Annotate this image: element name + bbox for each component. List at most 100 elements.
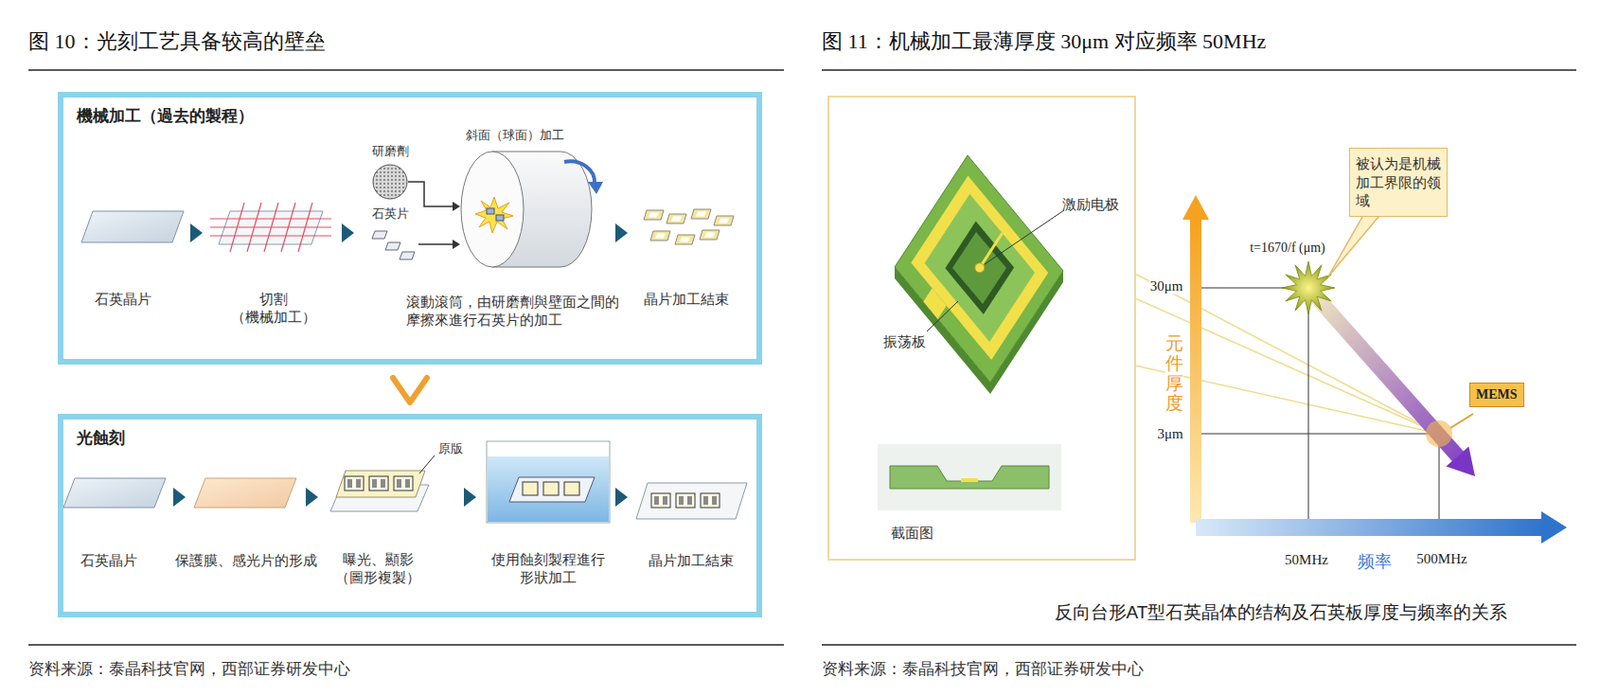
quartz-piece (496, 214, 504, 221)
label-anchor: 研磨劑 (372, 142, 409, 160)
step-arrow (615, 223, 628, 243)
label-anchor: 激励电极 (1062, 195, 1120, 214)
box-heading: 被认为是机械加工界限的领域 (1355, 154, 1441, 211)
finished-blank (651, 493, 671, 508)
etchant (487, 456, 609, 522)
mems-pointer (1450, 413, 1474, 428)
label-anchor: 滾動滾筒，由研磨劑與壁面之間的 摩擦來進行石英片的加工 (406, 293, 620, 330)
label-anchor: 500MHz (1416, 551, 1467, 568)
text-line: 滾動滾筒，由研磨劑與壁面之間的 (406, 293, 620, 312)
device-panel (828, 96, 1136, 560)
quartz-wafer (63, 478, 166, 508)
step-arrow (615, 487, 628, 507)
text-line: （圖形複製） (335, 568, 421, 587)
section-electrode (960, 478, 978, 482)
feed-arrowhead (452, 239, 461, 249)
finished-blank (699, 230, 720, 240)
step-label: 保護膜、感光片的形成 (175, 551, 318, 570)
label-anchor: 曝光、顯影 （圖形複製） (335, 551, 421, 587)
etched-blank (564, 481, 580, 496)
finished-wafer (636, 482, 747, 519)
callout-box: 被认为是机械加工界限的领域 (1349, 147, 1448, 217)
label-anchor: t=1670/f (μm) (1248, 240, 1327, 256)
etch-tank (486, 441, 610, 523)
step-label: 滾動滾筒，由研磨劑與壁面之間的 摩擦來進行石英片的加工 (406, 293, 620, 330)
formula-label: t=1670/f (μm) (1248, 240, 1327, 256)
quartz-wafer (509, 477, 595, 502)
cut-lines (210, 202, 332, 252)
y-axis (1190, 217, 1202, 523)
label-anchor: 原版 (438, 440, 463, 458)
leader-line (926, 301, 959, 332)
axis-tick: 500MHz (1416, 551, 1467, 568)
excitation-electrode (975, 263, 985, 273)
quartz-piece (372, 231, 388, 239)
label-anchor: 石英晶片 (94, 290, 152, 309)
step-arrow (341, 223, 355, 243)
leader-line (419, 455, 435, 474)
label-anchor: 图 11：机械加工最薄厚度 30μm 对应频率 50MHz (821, 27, 1266, 56)
process-panel: 光蝕刻 (57, 413, 763, 618)
chevron-head (392, 377, 427, 403)
quartz-piece (385, 242, 401, 250)
step-arrow (305, 487, 319, 507)
rotation-arrowhead (587, 181, 604, 195)
label-anchor: 晶片加工結束 (648, 551, 734, 570)
axis-title: 频率 (1357, 550, 1392, 573)
label-anchor: 反向台形AT型石英晶体的结构及石英板厚度与频率的关系 (1054, 600, 1509, 625)
abrasive-ball (373, 164, 408, 199)
feed-line (408, 181, 453, 207)
axis-tick: 3μm (1155, 426, 1184, 443)
label-anchor: 图 10：光刻工艺具备较高的壁垒 (28, 27, 326, 56)
board-inner (924, 194, 1035, 342)
label-anchor: 振荡板 (883, 333, 926, 352)
box-heading: MEMS (1475, 387, 1518, 403)
flow-connector (392, 377, 427, 403)
oscillation-cavity (944, 221, 1014, 315)
trend-arrow (1315, 296, 1458, 457)
label-anchor: 频率 (1357, 550, 1392, 573)
figure-caption: 反向台形AT型石英晶体的结构及石英板厚度与频率的关系 (1054, 600, 1509, 625)
etched-blank (522, 481, 538, 496)
label-anchor: 30μm (1149, 278, 1185, 295)
title-rule (28, 69, 784, 72)
oscillation-plate (952, 231, 1007, 304)
axis-tick: 50MHz (1284, 551, 1329, 569)
finished-blank (666, 213, 687, 224)
part-label: 原版 (438, 440, 463, 458)
step-label: 使用蝕刻製程進行 形狀加工 (491, 551, 605, 587)
feed-arrowhead (452, 201, 461, 212)
step-label: 石英晶片 (80, 551, 138, 570)
photo-mask (336, 470, 426, 498)
label-anchor: 资料来源：泰晶科技官网，西部证券研发中心 (28, 657, 351, 680)
mask-pattern (369, 476, 389, 491)
trend-arrowhead (1445, 445, 1476, 477)
etched-blank (543, 481, 559, 496)
step-label: 曝光、顯影 （圖形複製） (335, 551, 421, 587)
label-anchor: 元件厚度 (1165, 334, 1184, 414)
quartz-wafer (81, 211, 184, 243)
step-label: 切割 （機械加工） (231, 290, 317, 327)
mems-tag: MEMS (1469, 382, 1525, 408)
axis-title: 元件厚度 (1165, 334, 1184, 414)
step-label: 石英晶片 (94, 290, 152, 309)
part-label: 截面图 (890, 524, 934, 543)
finished-blank (675, 493, 695, 508)
friction-spark (475, 196, 514, 233)
box-heading: 光蝕刻 (63, 419, 757, 449)
electrode-frame (910, 176, 1049, 361)
step-arrow (173, 487, 186, 507)
footer-rule (821, 643, 1577, 646)
finished-blank (713, 215, 734, 226)
x-axis (1195, 518, 1544, 536)
box-heading: 機械加工（過去的製程） (63, 97, 757, 127)
footer-rule (28, 643, 784, 646)
leader-line (984, 210, 1065, 265)
mask-pattern (393, 476, 413, 491)
feed-line (418, 243, 453, 246)
label-anchor: 使用蝕刻製程進行 形狀加工 (491, 551, 605, 587)
part-label: 激励电极 (1062, 195, 1120, 214)
text-line: 曝光、顯影 (335, 551, 421, 569)
